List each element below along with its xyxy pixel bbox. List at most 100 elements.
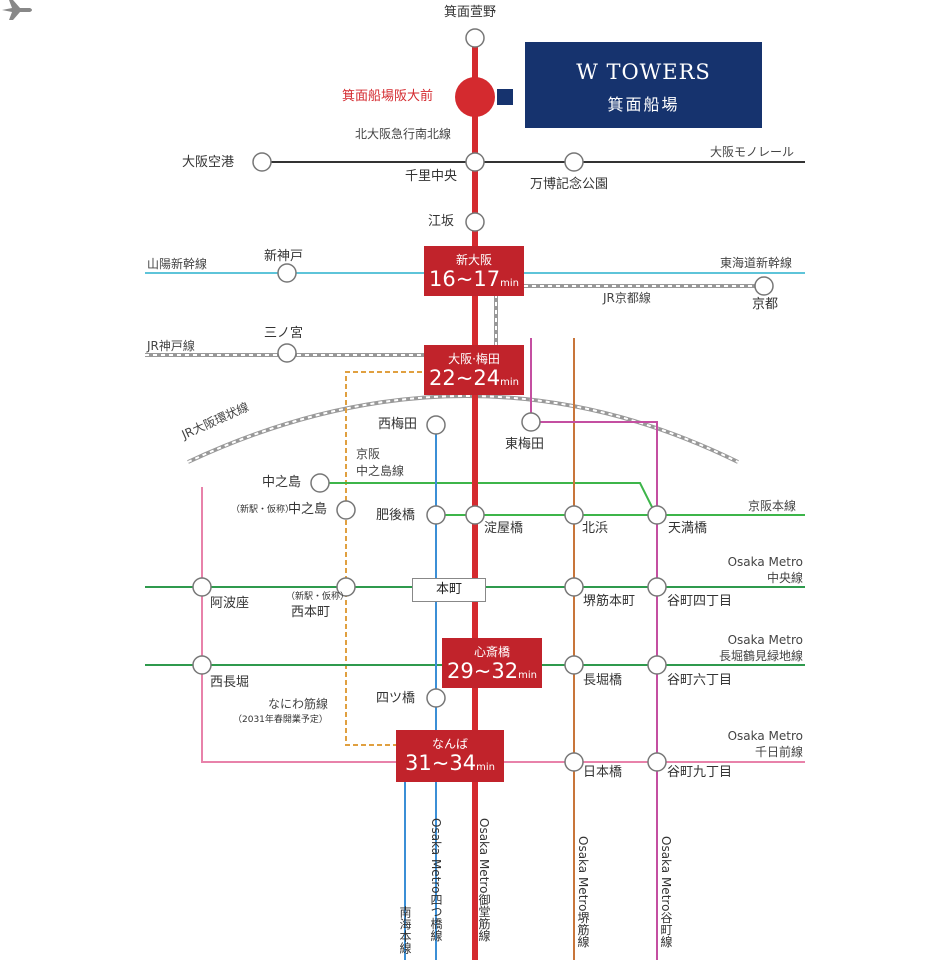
hub-shinsaibashi-unit: min [518,670,537,681]
brand-subtitle: 箕面船場 [607,95,680,114]
label-sakaisuji-hommachi: 堺筋本町 [583,594,636,609]
station-tenmabashi [647,505,667,525]
label-minoh-kayano: 箕面萱野 [444,5,497,20]
hub-shin-osaka-time: 16~17 [429,267,501,291]
station-nishi-umeda [426,415,446,435]
airplane-icon [2,0,32,20]
station-senri-chuo [465,152,485,172]
station-minoh-senba [455,77,495,117]
station-nishihommachi [336,577,356,597]
label-nishihommachi-note: （新駅・仮称） [286,592,350,602]
station-shin-kobe [277,263,297,283]
station-tanimachi-4 [647,577,667,597]
station-shin-nakanoshima [336,500,356,520]
brand-box: W TOWERS 箕面船場 [525,42,762,128]
station-sakaisuji-hommachi [564,577,584,597]
label-jr-kyoto: JR京都線 [603,291,651,305]
station-yodoyabashi [465,505,485,525]
label-kyoto: 京都 [752,297,779,312]
label-yodoyabashi: 淀屋橋 [484,521,524,536]
station-banpaku [564,152,584,172]
label-tanimachi-9: 谷町九丁目 [667,765,733,780]
label-shin-kobe: 新神戸 [264,249,304,264]
label-keihan-main: 京阪本線 [748,499,797,513]
label-jr-kobe: JR神戸線 [147,339,195,353]
label-shin-nakanoshima: 中之島 [288,502,328,517]
label-nankai: 南海本線 [398,906,412,954]
station-tanimachi-9 [647,752,667,772]
hub-shin-osaka-unit: min [500,278,519,289]
station-higobashi [426,505,446,525]
label-sennichimae-1: Osaka Metro [727,729,803,743]
station-minoh-kayano [465,28,485,48]
label-hommachi: 本町 [412,578,486,602]
station-awaza [192,577,212,597]
label-osaka-airport: 大阪空港 [182,155,235,170]
station-sannomiya [277,343,297,363]
hub-umeda-time: 22~24 [429,366,501,390]
hub-namba-time: 31~34 [405,751,477,775]
label-tanimachi-4: 谷町四丁目 [667,594,733,609]
station-higashi-umeda [521,412,541,432]
label-shin-nakanoshima-note: （新駅・仮称） [231,505,295,515]
label-chuo-1: Osaka Metro [727,555,803,569]
hub-shin-osaka: 新大阪 16~17min [424,246,524,296]
label-midosuji-line: Osaka Metro御堂筋線 [477,818,491,942]
label-nagahori-1: Osaka Metro [727,633,803,647]
brand-title: W TOWERS [576,60,711,84]
label-naniwa: なにわ筋線 [268,697,329,711]
label-nishinagahori: 西長堀 [210,675,250,690]
label-tanimachi-line: Osaka Metro谷町線 [659,836,673,948]
label-tanimachi-6: 谷町六丁目 [667,673,733,688]
hub-shinsaibashi: 心斎橋 29~32min [442,638,542,688]
station-nagahoribashi [564,655,584,675]
label-kita-osaka-kyuko: 北大阪急行南北線 [355,127,452,141]
station-nishinagahori [192,655,212,675]
hub-shinsaibashi-name: 心斎橋 [473,645,510,659]
label-nagahori-2: 長堀鶴見緑地線 [718,649,803,663]
station-esaka [465,212,485,232]
label-sennichimae-2: 千日前線 [754,745,803,759]
station-tanimachi-6 [647,655,667,675]
label-nagahoribashi: 長堀橋 [583,673,623,688]
label-higashi-umeda: 東梅田 [505,437,545,452]
hub-shin-osaka-name: 新大阪 [455,253,492,267]
hub-namba: なんば 31~34min [396,730,504,782]
hub-umeda-unit: min [500,377,519,388]
label-sannomiya: 三ノ宮 [264,326,304,341]
label-naniwa-note: （2031年春開業予定） [233,715,328,725]
label-nakanoshima: 中之島 [262,475,302,490]
label-nipponbashi: 日本橋 [583,765,623,780]
property-marker-icon [497,89,513,105]
hub-namba-name: なんば [431,737,468,751]
tanimachi-line [530,338,658,960]
label-nishi-umeda: 西梅田 [378,417,418,432]
label-keihan-nakanoshima-1: 京阪 [356,447,381,461]
label-higobashi: 肥後橋 [376,508,416,523]
hub-umeda-name: 大阪·梅田 [448,352,500,366]
label-tokaido-shinkansen: 東海道新幹線 [720,256,793,270]
label-tenmabashi: 天満橋 [668,521,708,536]
label-nishihommachi: 西本町 [291,605,331,620]
label-chuo-2: 中央線 [766,571,803,585]
label-esaka: 江坂 [428,214,455,229]
label-kitahama: 北浜 [582,521,609,536]
keihan-line [320,482,657,516]
hub-umeda: 大阪·梅田 22~24min [424,345,524,395]
station-nipponbashi [564,752,584,772]
label-banpaku: 万博記念公園 [530,177,609,192]
label-sanyo-shinkansen: 山陽新幹線 [147,257,208,271]
label-sakaisuji-line: Osaka Metro堺筋線 [576,836,590,948]
label-senri-chuo: 千里中央 [405,169,458,184]
label-monorail: 大阪モノレール [710,145,795,159]
hub-shinsaibashi-time: 29~32 [447,659,519,683]
station-nakanoshima [310,473,330,493]
naniwa-line [345,371,430,746]
label-yotsubashi-line: Osaka Metro四つ橋線 [429,818,443,942]
station-kitahama [564,505,584,525]
hub-namba-unit: min [476,762,495,773]
label-minoh-senba: 箕面船場阪大前 [342,89,434,104]
label-keihan-nakanoshima-2: 中之島線 [356,464,405,478]
